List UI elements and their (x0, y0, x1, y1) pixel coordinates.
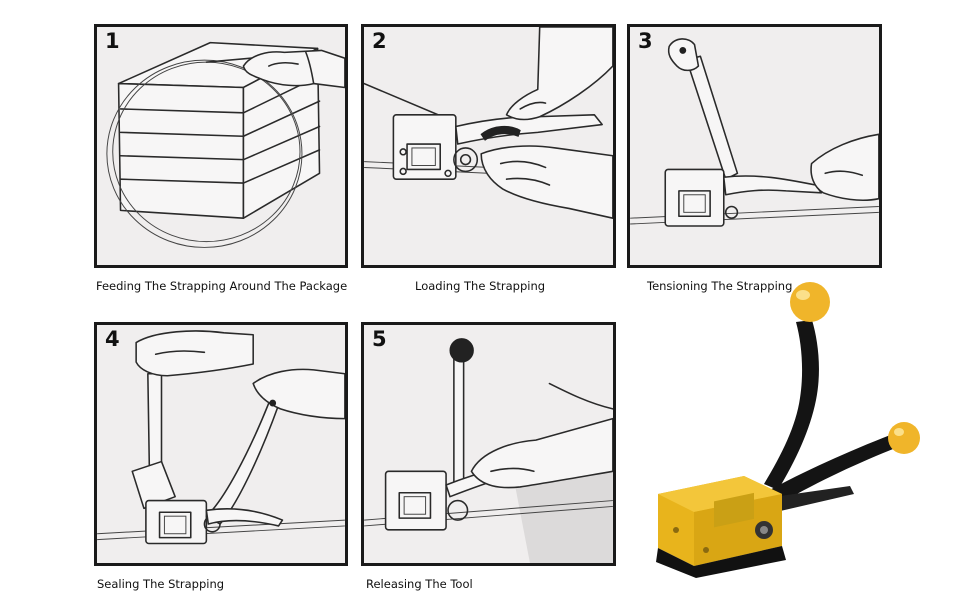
loading-strap-illustration (364, 27, 613, 219)
top-knob (790, 282, 830, 322)
step-4-caption: Sealing The Strapping (97, 577, 225, 591)
step-5-panel: 5 (361, 322, 616, 566)
step-5-number: 5 (372, 327, 387, 351)
tensioning-strap-illustration (630, 38, 879, 227)
step-2-number: 2 (372, 29, 387, 53)
step-5-caption: Releasing The Tool (366, 577, 473, 591)
step-4-panel: 4 (94, 322, 348, 566)
sealing-strap-illustration (97, 330, 345, 545)
side-knob (888, 422, 920, 454)
step-3-caption: Tensioning The Strapping (647, 279, 793, 293)
step-4-number: 4 (105, 327, 120, 351)
step-2-caption: Loading The Strapping (415, 279, 546, 293)
releasing-tool-illustration (364, 338, 613, 563)
strapping-tool-photo (656, 282, 920, 578)
package-strapping-illustration (106, 41, 345, 248)
step-1-number: 1 (105, 29, 120, 53)
step-3-number: 3 (638, 29, 653, 53)
step-1-caption: Feeding The Strapping Around The Package (96, 279, 348, 293)
step-2-panel: 2 (361, 24, 616, 268)
step-3-panel: 3 (627, 24, 882, 268)
step-1-panel: 1 (94, 24, 348, 268)
